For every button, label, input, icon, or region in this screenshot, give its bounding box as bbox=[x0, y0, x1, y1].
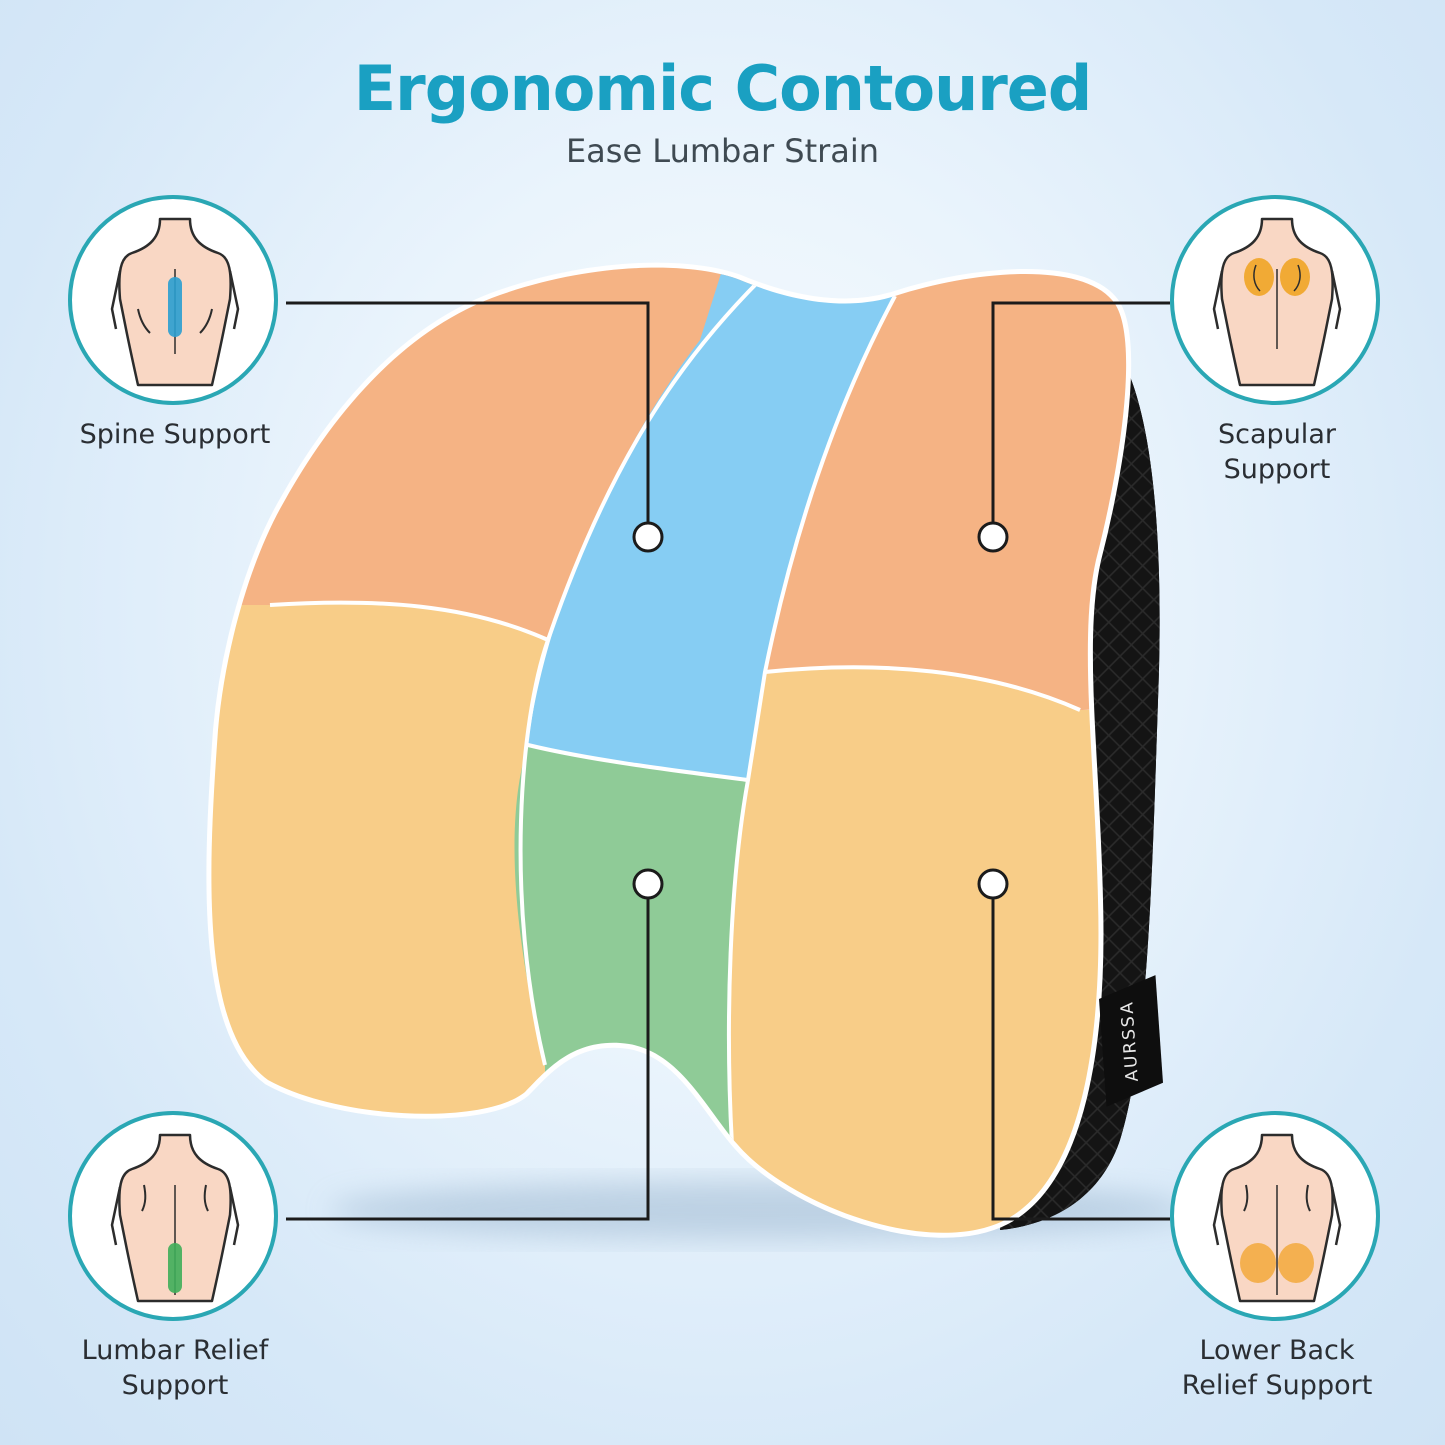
lower-back-relief-circle bbox=[1170, 1111, 1380, 1321]
callout-lines bbox=[286, 301, 1170, 1221]
callout-dot-lumbar bbox=[632, 868, 664, 900]
brand-tag: AURSSA bbox=[1089, 973, 1170, 1110]
callout-dot-lower-back bbox=[977, 868, 1009, 900]
spine-support-circle bbox=[68, 195, 278, 405]
callout-line-spine bbox=[286, 301, 650, 537]
callout-dot-spine bbox=[632, 521, 664, 553]
spine-highlight-icon bbox=[110, 217, 240, 387]
feature-label-lower-back-text: Lower Back Relief Support bbox=[1181, 1335, 1373, 1401]
zone-center-upper bbox=[528, 267, 900, 780]
feature-label-scapular: Scapular Support bbox=[1127, 418, 1427, 487]
page-title: Ergonomic Contoured bbox=[353, 52, 1092, 125]
scapular-support-circle bbox=[1170, 195, 1380, 405]
feature-label-lumbar: Lumbar Relief Support bbox=[25, 1334, 325, 1403]
feature-label-lower-back: Lower Back Relief Support bbox=[1127, 1334, 1427, 1403]
feature-label-lumbar-text: Lumbar Relief Support bbox=[81, 1335, 269, 1401]
scapula-highlight-icon bbox=[1212, 217, 1342, 387]
lumbar-relief-circle bbox=[68, 1111, 278, 1321]
feature-label-scapular-text: Scapular Support bbox=[1218, 419, 1336, 485]
callout-dot-scapular bbox=[977, 521, 1009, 553]
feature-label-spine: Spine Support bbox=[79, 419, 271, 450]
lumbar-highlight-icon bbox=[110, 1133, 240, 1303]
zone-right-upper bbox=[765, 267, 1127, 710]
page-subtitle: Ease Lumbar Strain bbox=[565, 132, 880, 170]
callout-line-lower-back bbox=[991, 884, 1170, 1221]
callout-line-lumbar bbox=[286, 884, 650, 1221]
callout-line-scapular bbox=[991, 301, 1170, 537]
lower-back-highlight-icon bbox=[1212, 1133, 1342, 1303]
